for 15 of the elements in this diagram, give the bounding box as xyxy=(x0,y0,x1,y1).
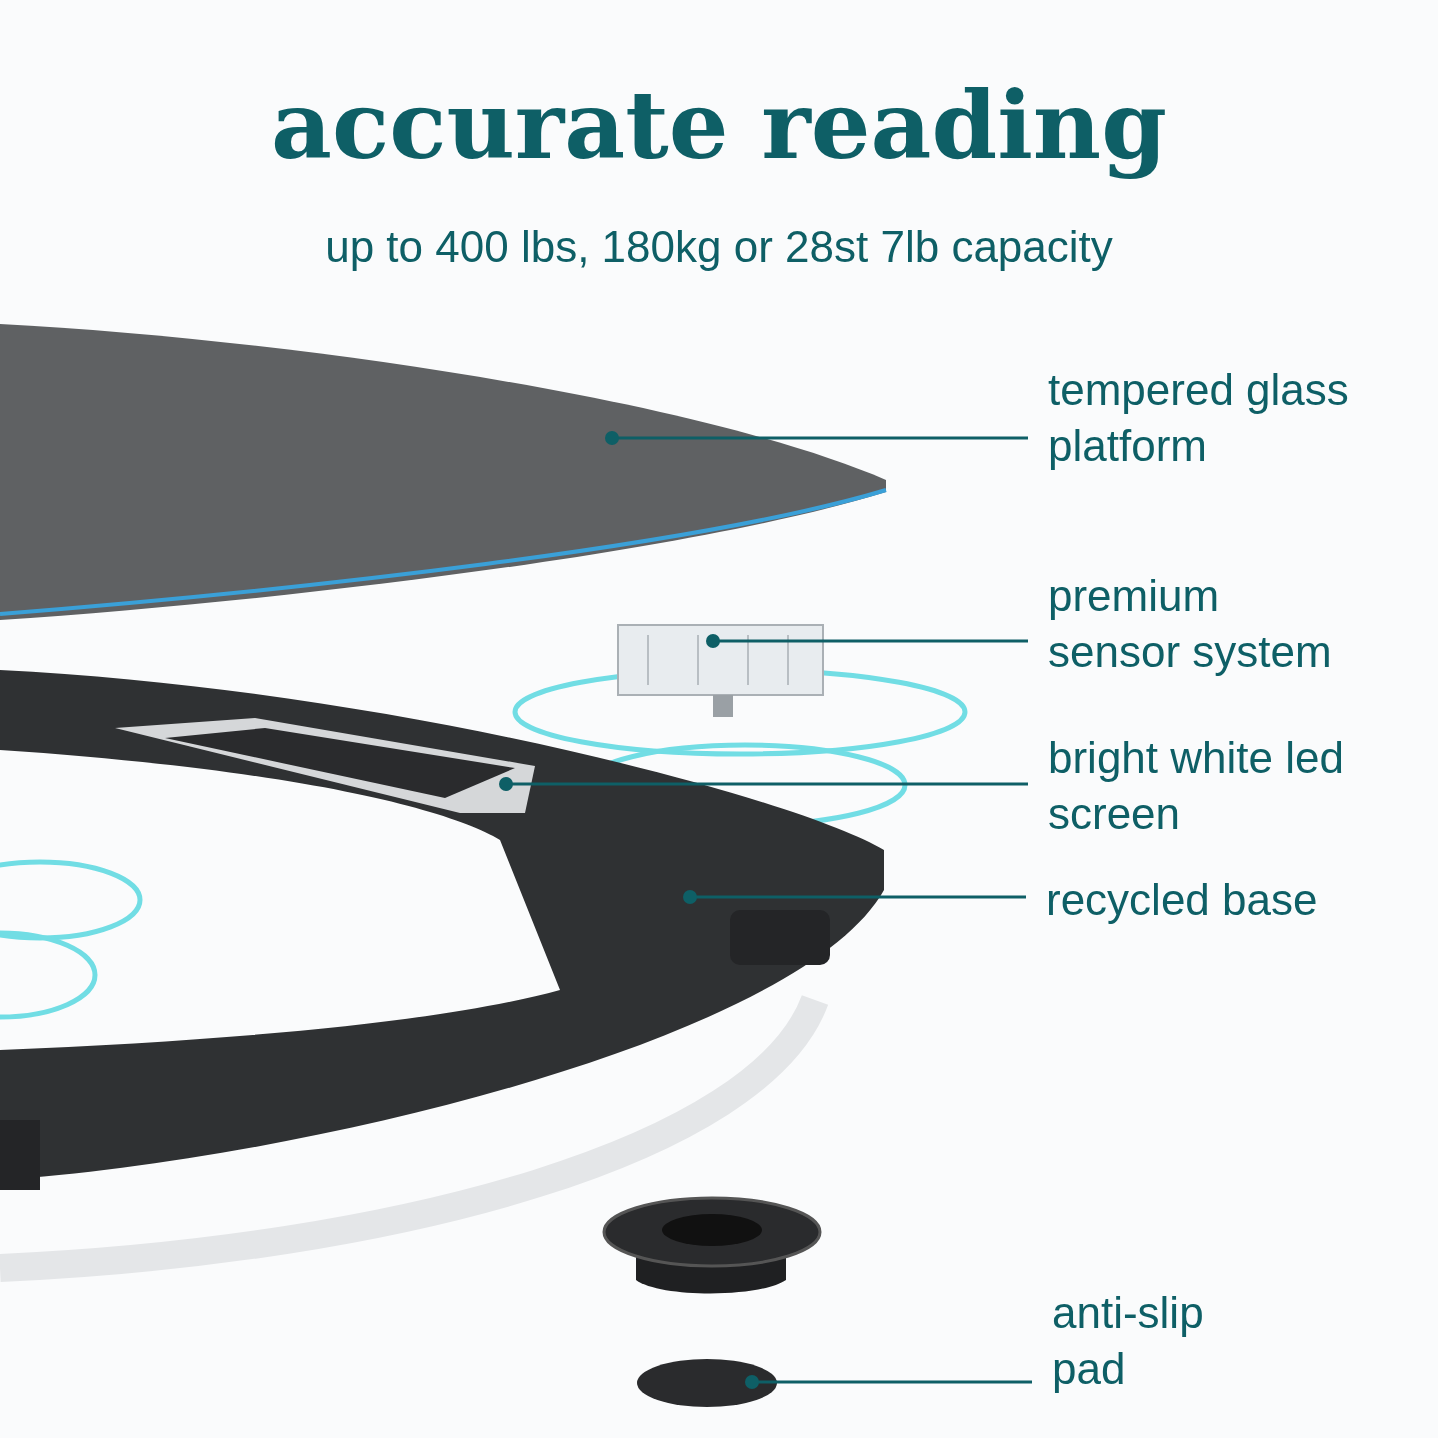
leader-line xyxy=(499,777,1028,791)
leader-line xyxy=(605,431,1028,445)
part-label: premium sensor system xyxy=(1028,568,1358,680)
part-label: tempered glass platform xyxy=(1028,362,1428,474)
screen-drawing xyxy=(115,718,535,813)
title: accurate reading xyxy=(270,70,1168,180)
subtitle: up to 400 lbs, 180kg or 28st 7lb capacity xyxy=(324,222,1114,272)
part-label: recycled base xyxy=(1026,872,1426,928)
leader-line xyxy=(706,634,1028,648)
part-label: bright white led screen xyxy=(1028,730,1358,842)
pad-drawing xyxy=(636,1358,778,1408)
sensor-drawing xyxy=(618,625,823,720)
part-label: anti-slip pad xyxy=(1032,1285,1272,1397)
leader-line xyxy=(745,1375,1032,1389)
leader-line xyxy=(683,890,1026,904)
